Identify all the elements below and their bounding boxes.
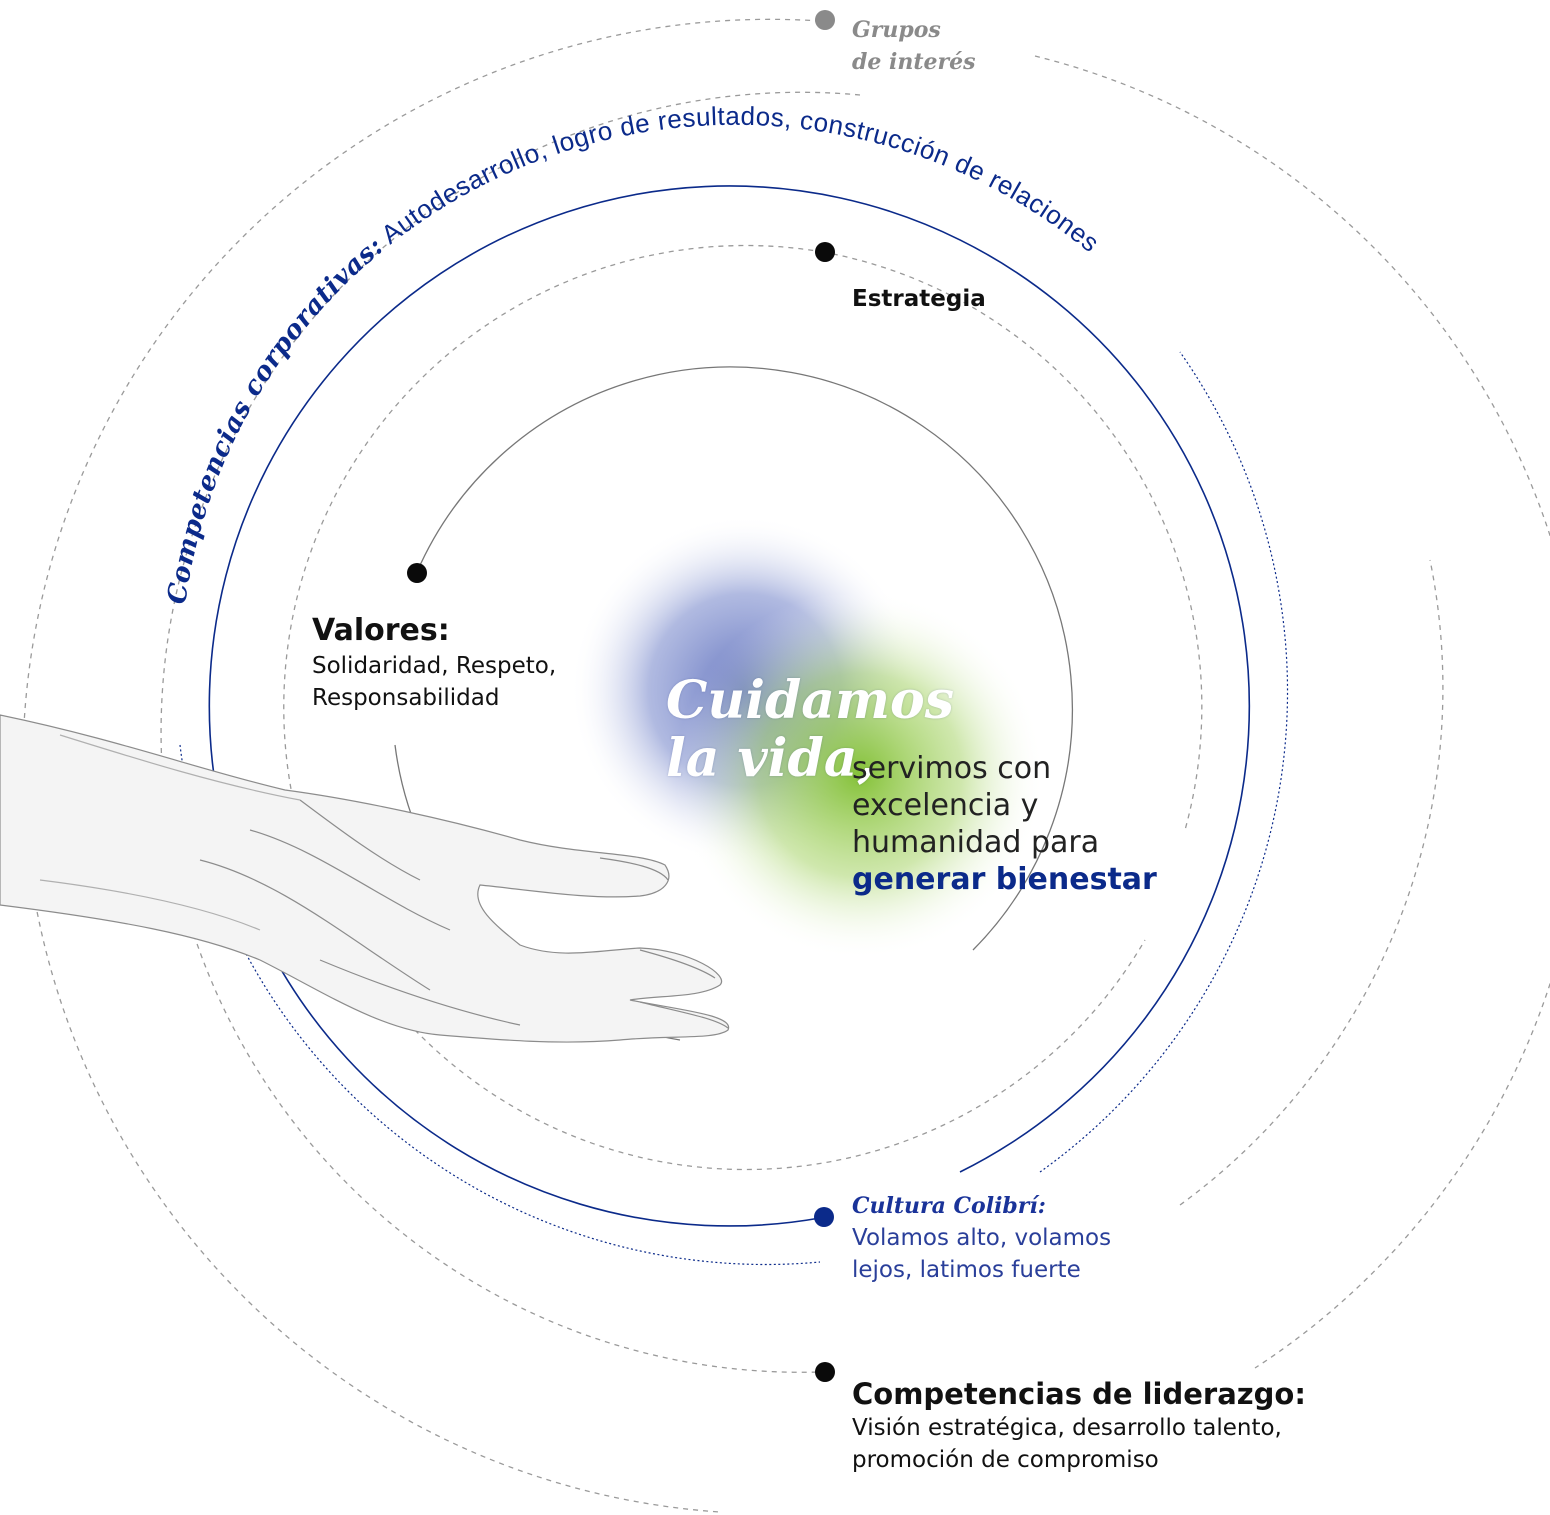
grupos-ring-right-arc [1034,55,1550,1369]
cultura-dot [814,1207,834,1227]
estrategia-dot [815,242,835,262]
cultura-ring-arc [179,744,821,1266]
estrategia-label: Estrategia [852,286,986,312]
estrategia-ring-left-arc [283,244,1146,1171]
cuidamos-line2: la vida, [666,728,876,789]
valores-dot [407,563,427,583]
cultura-label: Cultura Colibrí: Volamos alto, volamos l… [852,1190,1111,1286]
grupos-dot [815,10,835,30]
cultura-ring-right-arc [1039,351,1289,1173]
mission-line2: excelencia y [852,788,1039,823]
competencias-corporativas-arc-text: Competencias corporativas: Autodesarroll… [162,101,1105,606]
cuidamos-line1: Cuidamos [666,670,954,731]
valores-line1: Solidaridad, Respeto, [312,653,557,679]
arc-text-rest: Autodesarrollo, logro de resultados, con… [370,101,1105,258]
cuidamos-headline: Cuidamos la vida, [666,672,954,788]
grupos-line2: de interés [852,49,976,75]
liderazgo-line2: promoción de compromiso [852,1447,1159,1473]
estrategia-ring-arc [822,251,1203,831]
liderazgo-label: Competencias de liderazgo: Visión estrat… [852,1376,1306,1476]
mission-line1: servimos con [852,751,1052,786]
liderazgo-ring-right-arc [1179,559,1444,1206]
valores-title: Valores: [312,613,450,648]
grupos-label: Grupos de interés [852,14,976,78]
valores-line2: Responsabilidad [312,685,500,711]
grupos-ring-arc [22,18,821,1513]
valores-ring-arc [416,366,1073,951]
cultura-title: Cultura Colibrí: [852,1193,1046,1219]
grupos-line1: Grupos [852,17,941,43]
mission-line4: generar bienestar [852,862,1157,897]
cultura-line1: Volamos alto, volamos [852,1225,1112,1251]
competencias-ring-arc [208,185,1251,1227]
mission-line3: humanidad para [852,825,1100,860]
mission-statement: servimos con excelencia y humanidad para… [852,750,1157,898]
liderazgo-ring-arc [160,91,861,1373]
cultura-line2: lejos, latimos fuerte [852,1257,1081,1283]
liderazgo-line1: Visión estratégica, desarrollo talento, [852,1415,1282,1441]
liderazgo-title: Competencias de liderazgo: [852,1377,1306,1411]
hand-illustration [0,714,730,1043]
valores-label: Valores: Solidaridad, Respeto, Responsab… [312,612,556,714]
liderazgo-dot [815,1362,835,1382]
glow-orb [570,515,1045,960]
